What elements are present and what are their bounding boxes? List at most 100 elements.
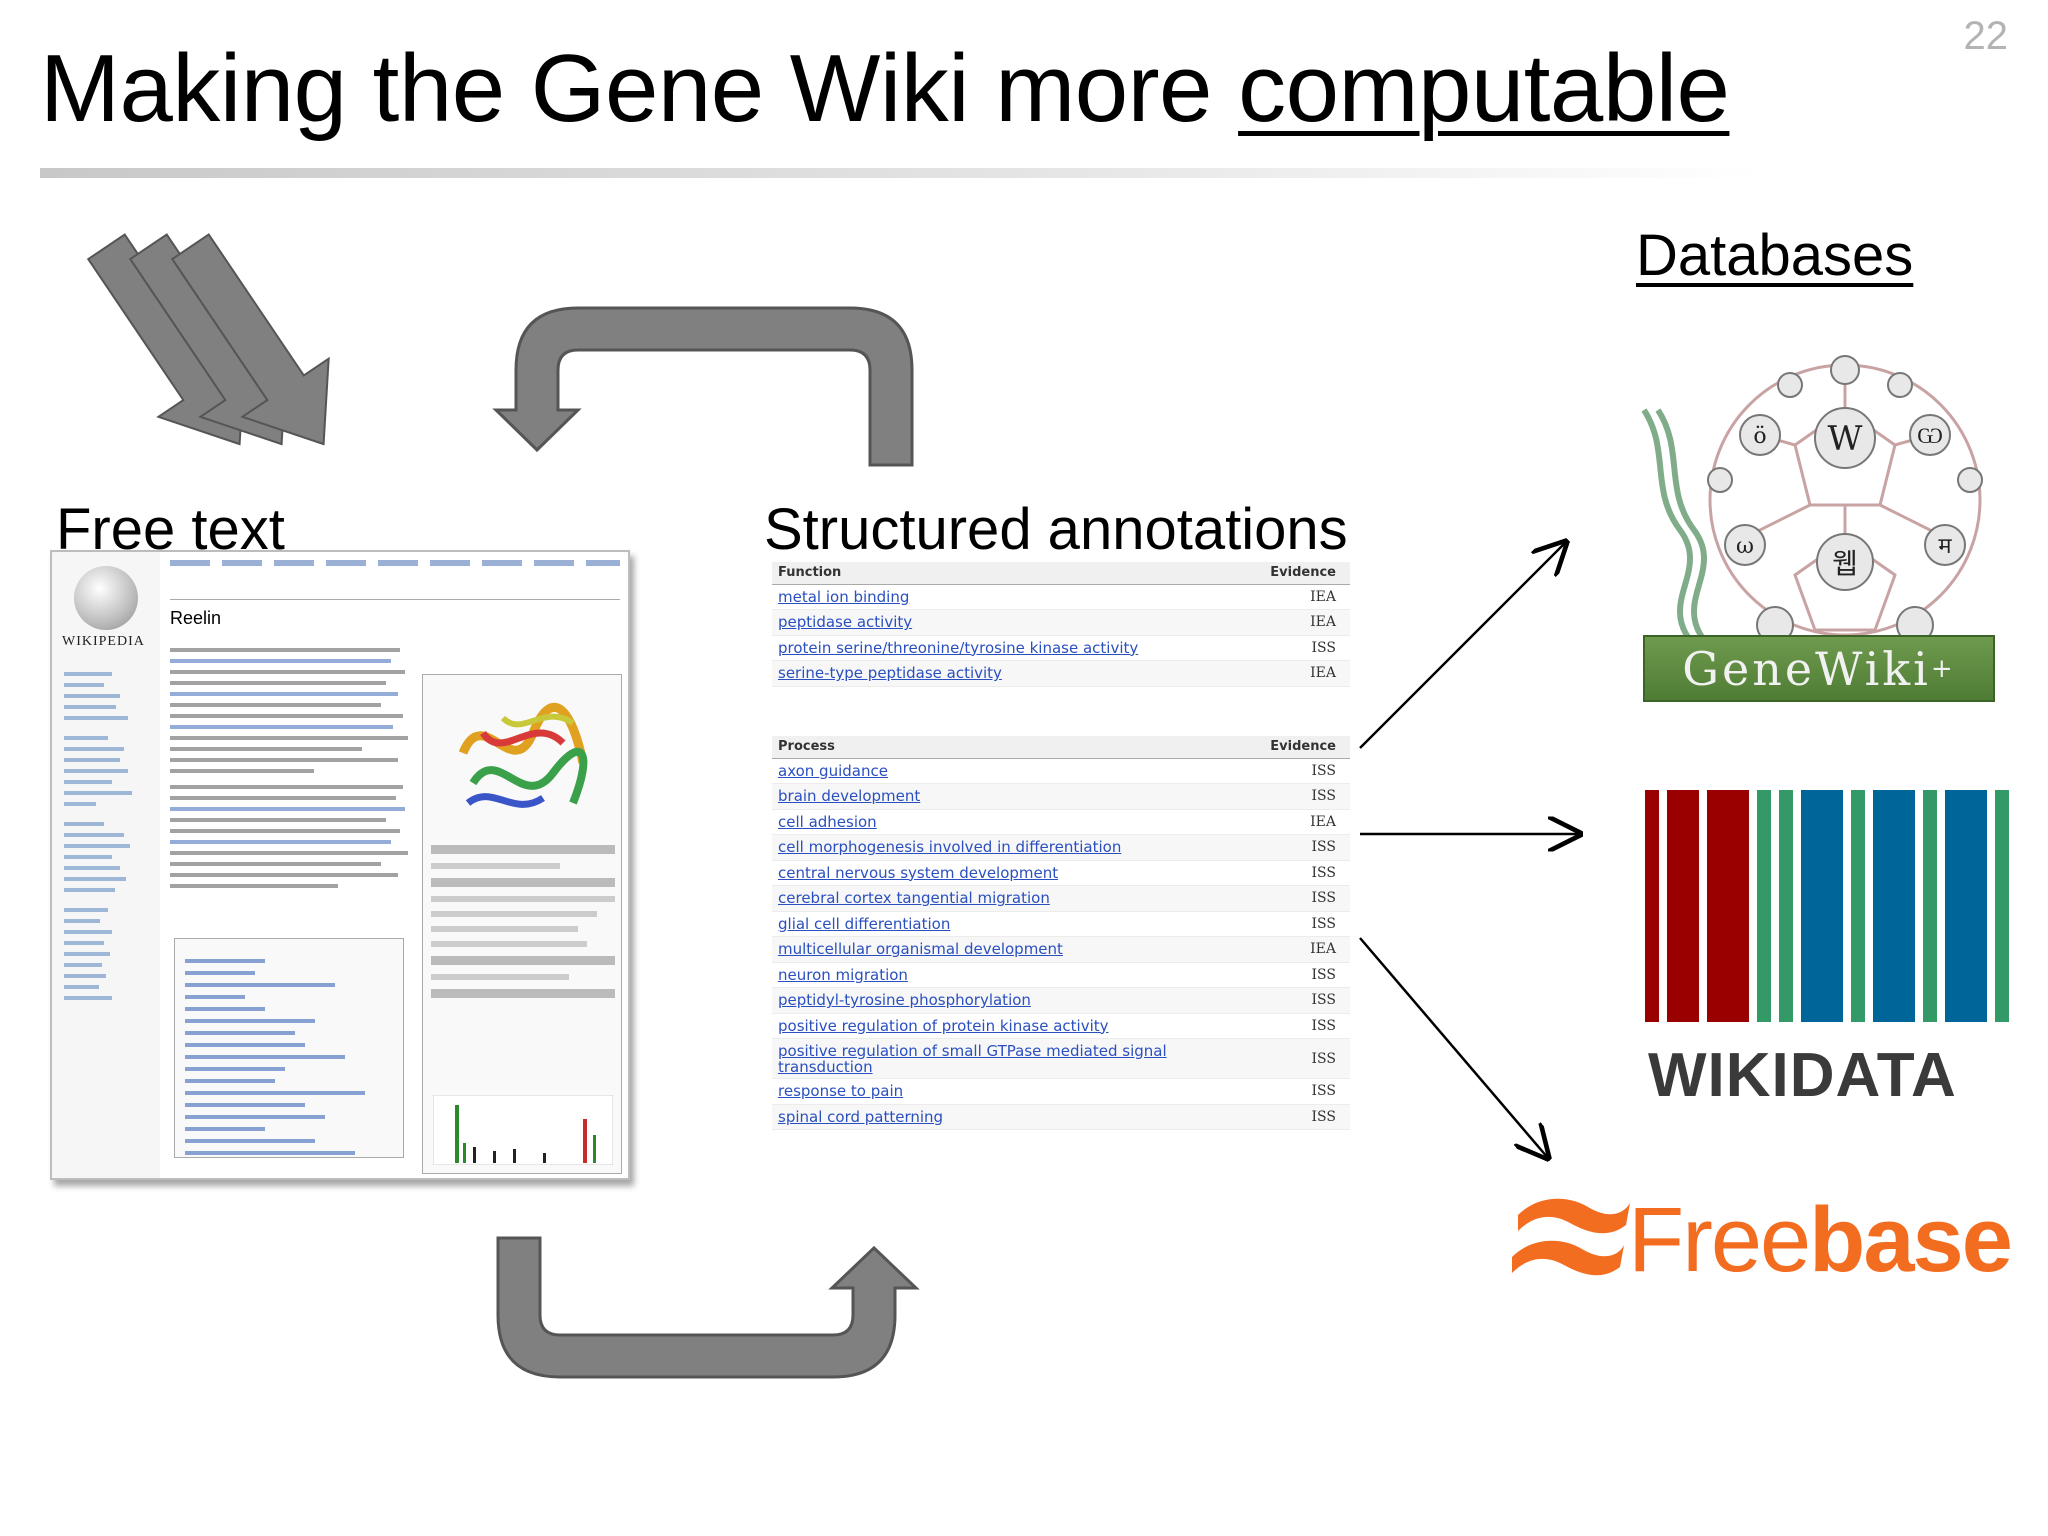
evidence-code: ISS xyxy=(1252,783,1350,810)
evidence-code: IEA xyxy=(1241,609,1350,636)
function-table-header: Function Evidence xyxy=(772,562,1350,585)
evidence-code: IEA xyxy=(1252,936,1350,963)
genewiki-wordmark: GeneWiki xyxy=(1682,641,1931,696)
go-term-link[interactable]: response to pain xyxy=(772,1078,1253,1105)
wikipedia-wordmark: WIKIPEDIA xyxy=(62,634,145,649)
evidence-code: ISS xyxy=(1241,635,1350,661)
genewiki-plus: + xyxy=(1930,653,1956,684)
go-term-link[interactable]: metal ion binding xyxy=(772,584,1242,610)
evidence-code: ISS xyxy=(1252,1104,1350,1130)
cycle-arrow-top-icon xyxy=(492,306,914,467)
databases-label: Databases xyxy=(1636,223,1914,288)
go-term-link[interactable]: peptidase activity xyxy=(772,609,1242,636)
slide-number: 22 xyxy=(1963,14,2009,58)
go-term-link[interactable]: glial cell differentiation xyxy=(772,911,1253,937)
go-term-link[interactable]: peptidyl-tyrosine phosphorylation xyxy=(772,987,1253,1014)
wikidata-barcode-icon xyxy=(1645,790,2009,1022)
genewiki-banner: GeneWiki+ xyxy=(1643,635,1995,702)
evidence-code: ISS xyxy=(1252,1078,1350,1105)
go-term-link[interactable]: central nervous system development xyxy=(772,860,1253,886)
genewiki-buckyball-icon: W 웹 ö ω Ѡ म xyxy=(1641,355,1983,644)
freebase-free: Free xyxy=(1628,1189,1811,1291)
genewiki-glyph: ö xyxy=(1753,424,1766,449)
expression-chart-icon xyxy=(433,1095,613,1165)
freebase-wordmark: Freebase xyxy=(1628,1188,2013,1293)
wikipedia-infobox-rows xyxy=(431,845,615,1007)
function-header-evidence: Evidence xyxy=(1241,562,1350,585)
title-prefix: Making the Gene Wiki more xyxy=(40,35,1239,142)
go-term-link[interactable]: spinal cord patterning xyxy=(772,1104,1253,1130)
evidence-code: ISS xyxy=(1252,911,1350,937)
table-row: positive regulation of small GTPase medi… xyxy=(772,1038,1350,1079)
evidence-code: ISS xyxy=(1252,987,1350,1014)
evidence-code: ISS xyxy=(1252,962,1350,988)
function-header-term: Function xyxy=(772,562,1242,585)
evidence-code: IEA xyxy=(1241,660,1350,687)
go-term-link[interactable]: positive regulation of small GTPase medi… xyxy=(772,1038,1253,1079)
arrow-to-genewiki xyxy=(1359,542,1566,749)
process-header-term: Process xyxy=(772,736,1253,759)
wikipedia-globe-icon xyxy=(74,566,138,630)
go-term-link[interactable]: neuron migration xyxy=(772,962,1253,988)
wikipedia-infobox xyxy=(422,674,622,1174)
genewiki-glyph: म xyxy=(1938,534,1952,559)
go-term-link[interactable]: brain development xyxy=(772,783,1253,810)
process-table-header: Process Evidence xyxy=(772,736,1350,759)
wikipedia-sidebar-links xyxy=(64,672,144,1007)
go-term-link[interactable]: protein serine/threonine/tyrosine kinase… xyxy=(772,635,1242,661)
slide-title: Making the Gene Wiki more computable xyxy=(40,34,1730,144)
title-emphasis: computable xyxy=(1238,35,1730,142)
protein-structure-icon xyxy=(458,702,588,808)
wikipedia-article-thumbnail: WIKIPEDIA Reelin xyxy=(50,550,630,1180)
table-row: protein serine/threonine/tyrosine kinase… xyxy=(772,635,1350,661)
go-term-link[interactable]: positive regulation of protein kinase ac… xyxy=(772,1013,1253,1039)
genewiki-glyph: Ѡ xyxy=(1917,424,1943,449)
freebase-logo-icon xyxy=(1512,1198,1630,1276)
go-term-link[interactable]: cell morphogenesis involved in different… xyxy=(772,834,1253,861)
go-term-link[interactable]: multicellular organismal development xyxy=(772,936,1253,963)
evidence-code: ISS xyxy=(1252,885,1350,912)
wikipedia-personal-toolbar xyxy=(170,560,620,566)
evidence-code: ISS xyxy=(1252,758,1350,784)
wikipedia-table-of-contents xyxy=(174,938,404,1158)
go-term-link[interactable]: cell adhesion xyxy=(772,809,1253,835)
evidence-code: IEA xyxy=(1241,584,1350,610)
go-term-link[interactable]: serine-type peptidase activity xyxy=(772,660,1242,687)
title-rule xyxy=(40,168,1760,178)
evidence-code: ISS xyxy=(1252,1038,1350,1079)
evidence-code: ISS xyxy=(1252,834,1350,861)
go-term-link[interactable]: axon guidance xyxy=(772,758,1253,784)
table-row: positive regulation of protein kinase ac… xyxy=(772,1013,1350,1039)
genewiki-glyph: W xyxy=(1828,419,1863,459)
go-term-link[interactable]: cerebral cortex tangential migration xyxy=(772,885,1253,912)
wikipedia-article-body xyxy=(170,648,410,895)
genewiki-glyph: ω xyxy=(1736,534,1754,559)
wikipedia-sidebar: WIKIPEDIA xyxy=(52,552,160,1178)
evidence-code: ISS xyxy=(1252,860,1350,886)
triple-down-arrow-icon xyxy=(86,233,330,446)
table-row: cell morphogenesis involved in different… xyxy=(772,834,1350,861)
structured-annotations-label: Structured annotations xyxy=(764,497,1348,562)
wikipedia-tabs xyxy=(170,586,620,600)
wikipedia-article-title: Reelin xyxy=(170,608,222,628)
arrow-to-freebase xyxy=(1359,937,1548,1158)
wikidata-wordmark: WIKIDATA xyxy=(1648,1041,1957,1110)
evidence-code: IEA xyxy=(1252,809,1350,835)
freebase-base: base xyxy=(1809,1189,2013,1291)
